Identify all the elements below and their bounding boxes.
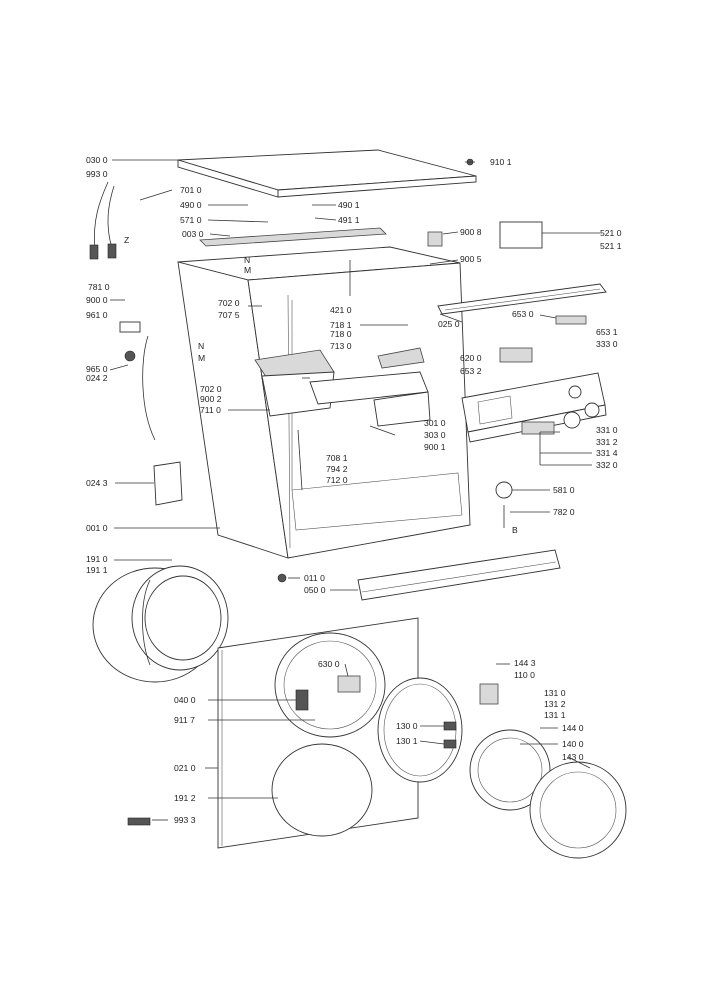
label-521-1: 521 1 <box>600 241 622 251</box>
label-712-0: 712 0 <box>326 475 348 485</box>
label-993-0: 993 0 <box>86 169 108 179</box>
label-910-1: 910 1 <box>490 157 512 167</box>
front-panel <box>217 617 419 849</box>
small-parts <box>119 158 587 826</box>
label-711-0: 711 0 <box>200 405 221 415</box>
label-N-top: N <box>244 255 250 265</box>
label-025-0: 025 0 <box>438 319 460 329</box>
label-110-0: 110 0 <box>514 670 535 680</box>
label-781-0: 781 0 <box>88 282 110 292</box>
kick-plate <box>357 549 561 601</box>
label-653-1: 653 1 <box>596 327 618 337</box>
label-571-0: 571 0 <box>180 215 202 225</box>
control-rail <box>437 283 607 315</box>
label-581-0: 581 0 <box>553 485 575 495</box>
label-191-2: 191 2 <box>174 793 196 803</box>
cross-bar <box>199 227 387 247</box>
label-003-0: 003 0 <box>182 229 204 239</box>
label-900-8: 900 8 <box>460 227 482 237</box>
label-708-1: 708 1 <box>326 453 348 463</box>
label-131-0: 131 0 <box>544 688 566 698</box>
label-001-0: 001 0 <box>86 523 108 533</box>
label-702-0-top: 702 0 <box>218 298 240 308</box>
label-131-2: 131 2 <box>544 699 566 709</box>
label-130-1: 130 1 <box>396 736 418 746</box>
label-653-2: 653 2 <box>460 366 482 376</box>
label-713-0: 713 0 <box>330 341 352 351</box>
label-718-1: 718 1 <box>330 320 352 330</box>
label-030-0: 030 0 <box>86 155 108 165</box>
label-B: B <box>512 525 518 535</box>
label-702-0-mid: 702 0 <box>200 384 222 394</box>
label-707-5: 707 5 <box>218 310 240 320</box>
label-011-0: 011 0 <box>304 573 325 583</box>
label-961-0: 961 0 <box>86 310 108 320</box>
label-620-0: 620 0 <box>460 353 482 363</box>
door-bezel <box>377 677 627 859</box>
label-421-0: 421 0 <box>330 305 352 315</box>
label-331-2: 331 2 <box>596 437 618 447</box>
label-301-0: 301 0 <box>424 418 446 428</box>
label-144-3: 144 3 <box>514 658 536 668</box>
top-lid <box>177 149 477 198</box>
label-040-0: 040 0 <box>174 695 196 705</box>
label-911-7: 911 7 <box>174 715 195 725</box>
label-490-1: 490 1 <box>338 200 360 210</box>
label-191-1: 191 1 <box>86 565 108 575</box>
label-701-0: 701 0 <box>180 185 202 195</box>
label-993-3: 993 3 <box>174 815 196 825</box>
label-140-0: 140 0 <box>562 739 584 749</box>
label-490-0: 490 0 <box>180 200 202 210</box>
label-N-mid: N <box>198 341 204 351</box>
detergent-dispenser <box>254 347 431 427</box>
label-630-0: 630 0 <box>318 659 340 669</box>
label-024-3: 024 3 <box>86 478 108 488</box>
label-653-0: 653 0 <box>512 309 534 319</box>
label-331-0: 331 0 <box>596 425 618 435</box>
label-521-0: 521 0 <box>600 228 622 238</box>
label-900-0: 900 0 <box>86 295 108 305</box>
label-332-0: 332 0 <box>596 460 618 470</box>
label-718-0: 718 0 <box>330 329 352 339</box>
inlet-hose <box>89 181 117 260</box>
leader-lines <box>109 159 600 821</box>
label-Z: Z <box>124 235 129 245</box>
label-331-4: 331 4 <box>596 448 618 458</box>
label-782-0: 782 0 <box>553 507 575 517</box>
door-gasket <box>92 565 229 683</box>
label-050-0: 050 0 <box>304 585 326 595</box>
label-131-1: 131 1 <box>544 710 566 720</box>
label-191-0: 191 0 <box>86 554 108 564</box>
part-labels: 030 0 993 0 701 0 490 0 571 0 003 0 490 … <box>86 155 622 825</box>
label-303-0: 303 0 <box>424 430 446 440</box>
label-900-2: 900 2 <box>200 394 222 404</box>
label-130-0: 130 0 <box>396 721 418 731</box>
label-024-2: 024 2 <box>86 373 108 383</box>
label-M-mid: M <box>198 353 205 363</box>
label-M-top: M <box>244 265 251 275</box>
label-965-0: 965 0 <box>86 364 108 374</box>
label-900-1: 900 1 <box>424 442 446 452</box>
label-491-1: 491 1 <box>338 215 360 225</box>
label-900-5: 900 5 <box>460 254 482 264</box>
label-021-0: 021 0 <box>174 763 196 773</box>
label-144-0: 144 0 <box>562 723 584 733</box>
label-333-0: 333 0 <box>596 339 618 349</box>
label-794-2: 794 2 <box>326 464 348 474</box>
label-143-0: 143 0 <box>562 752 584 762</box>
